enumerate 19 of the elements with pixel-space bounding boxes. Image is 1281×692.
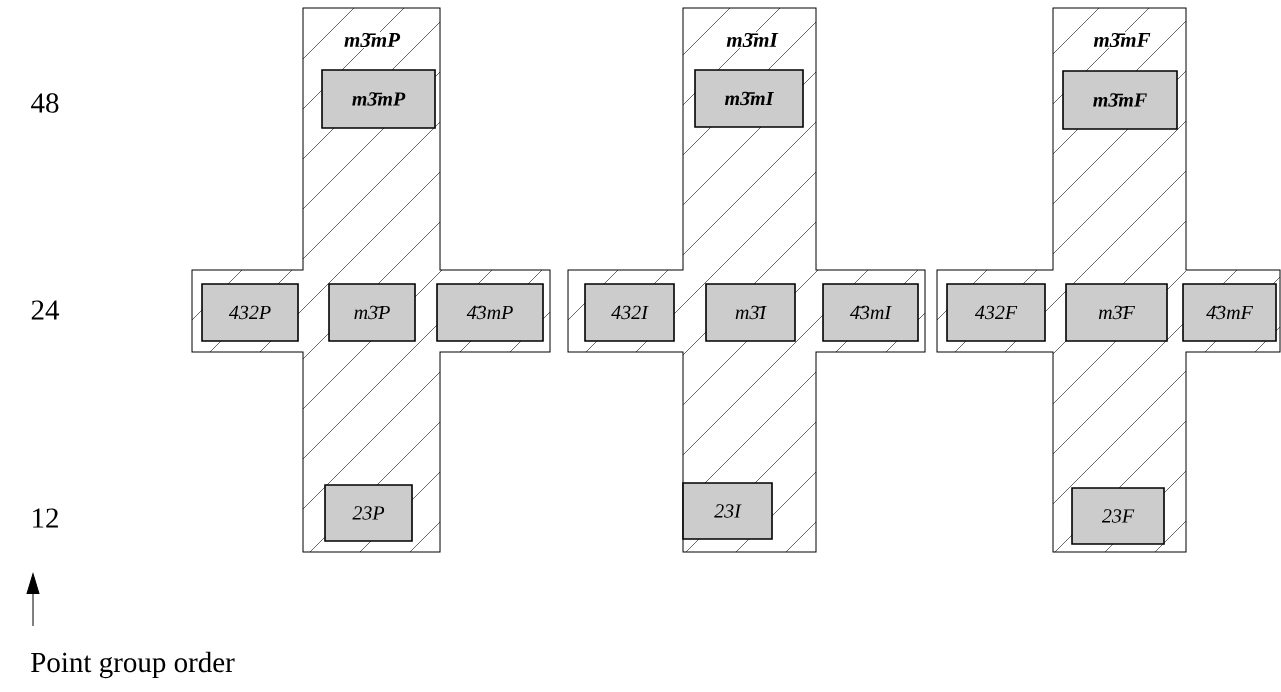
axis-tick-label: 12 xyxy=(33,508,58,528)
axis-tick-label: 48 xyxy=(31,93,59,113)
axis-tick-label: 24 xyxy=(31,300,60,320)
group-box: 432P xyxy=(201,283,299,342)
group-box: m3̄I xyxy=(705,283,796,342)
group-box: 4̄3mI xyxy=(822,283,919,342)
axis-title: Point group order xyxy=(31,651,235,679)
group-box: 23P xyxy=(324,484,413,542)
group-box: m3̄mI xyxy=(694,69,804,128)
group-box: 23F xyxy=(1071,487,1165,545)
group-box: 432I xyxy=(584,283,675,342)
group-box: 23I xyxy=(682,482,773,540)
group-box: m3̄F xyxy=(1065,283,1168,342)
group-box: 432F xyxy=(946,283,1046,342)
group-box: m3̄P xyxy=(328,283,416,342)
group-box: 4̄3mP xyxy=(436,283,544,342)
group-box: 4̄3mF xyxy=(1182,283,1277,342)
group-box: m3̄mF xyxy=(1062,70,1178,130)
group-box: m3̄mP xyxy=(321,69,436,129)
